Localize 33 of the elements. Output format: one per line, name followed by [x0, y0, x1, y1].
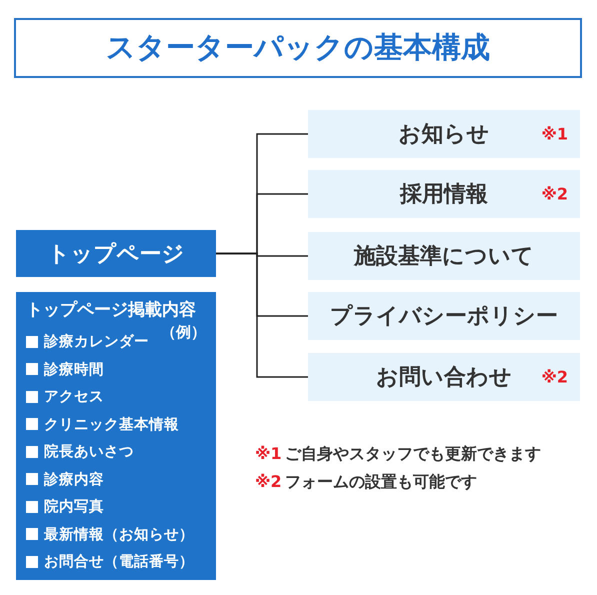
- list-item: 最新情報（お知らせ）: [44, 526, 194, 544]
- list-item: 院内写真: [44, 498, 104, 516]
- node-label: トップページ: [48, 240, 184, 268]
- page-box: [308, 170, 580, 218]
- node-label: 施設基準について: [354, 243, 534, 271]
- page-box: [308, 232, 580, 280]
- connector-line: [216, 252, 308, 378]
- title: スターターパックの基本構成: [106, 29, 490, 66]
- node-label: お問い合わせ: [376, 364, 512, 392]
- list-item: アクセス: [44, 388, 104, 406]
- list-item: 院長あいさつ: [44, 442, 134, 461]
- panel-subheading: （例）: [161, 323, 206, 342]
- page-box: [16, 230, 216, 277]
- node-label: お知らせ: [398, 121, 490, 149]
- page-box: [308, 292, 580, 340]
- node-label: プライバシーポリシー: [330, 303, 558, 331]
- list-item: クリニック基本情報: [44, 416, 179, 434]
- footnote-text: ご自身やスタッフでも更新できます: [285, 444, 541, 465]
- panel-heading: トップページ掲載内容: [26, 299, 196, 321]
- list-item: お問合せ（電話番号）: [44, 552, 194, 571]
- footnote-mark: ※2: [255, 472, 282, 491]
- footnote-text: フォームの設置も可能です: [285, 472, 477, 493]
- footnote-mark: ※1: [255, 444, 282, 463]
- list-item: 診療内容: [44, 470, 104, 488]
- footnote-mark: ※1: [541, 124, 568, 144]
- list-item: 診療カレンダー: [44, 332, 149, 351]
- node-label: 採用情報: [400, 181, 488, 209]
- page-box: [308, 110, 580, 158]
- footnote-mark: ※2: [541, 368, 568, 386]
- footnote-mark: ※2: [541, 184, 568, 204]
- list-item: 診療時間: [44, 360, 104, 378]
- page-box: [308, 353, 580, 401]
- content-list-panel: [16, 292, 216, 580]
